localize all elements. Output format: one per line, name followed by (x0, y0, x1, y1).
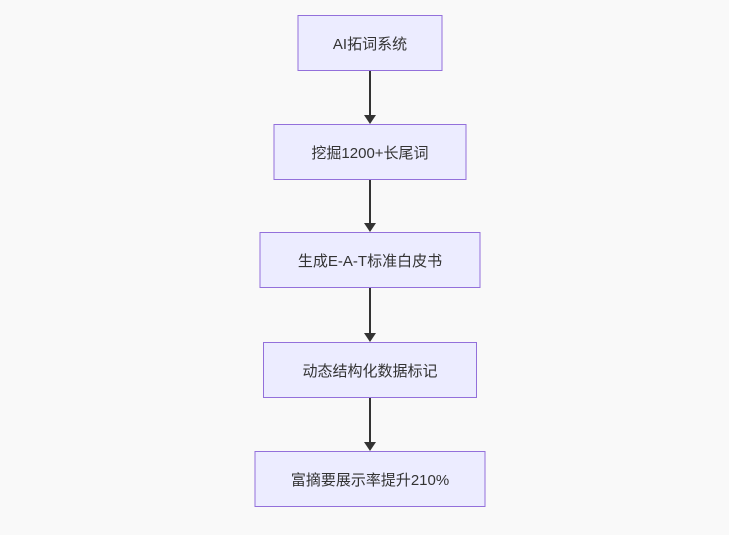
arrow-line (369, 71, 371, 115)
arrow-down-icon (364, 333, 376, 342)
flowchart-node-ai-system: AI拓词系统 (297, 15, 443, 71)
arrow-down-icon (364, 115, 376, 124)
flowchart-node-rich-snippet-rate: 富摘要展示率提升210% (254, 451, 486, 507)
flowchart-edge-3 (364, 288, 376, 342)
arrow-down-icon (364, 223, 376, 232)
flowchart-edge-2 (364, 180, 376, 232)
flowchart-node-eat-whitepaper: 生成E-A-T标准白皮书 (259, 232, 481, 288)
node-label: 生成E-A-T标准白皮书 (297, 252, 443, 270)
arrow-down-icon (364, 442, 376, 451)
flowchart-node-longtail-keywords: 挖掘1200+长尾词 (273, 124, 467, 180)
flowchart-edge-1 (364, 71, 376, 124)
arrow-line (369, 398, 371, 442)
node-label: 挖掘1200+长尾词 (311, 144, 429, 162)
node-label: AI拓词系统 (332, 35, 408, 53)
flowchart-node-structured-data: 动态结构化数据标记 (263, 342, 477, 398)
arrow-line (369, 180, 371, 223)
node-label: 富摘要展示率提升210% (290, 471, 450, 489)
node-label: 动态结构化数据标记 (302, 362, 438, 380)
arrow-line (369, 288, 371, 333)
flowchart-edge-4 (364, 398, 376, 451)
